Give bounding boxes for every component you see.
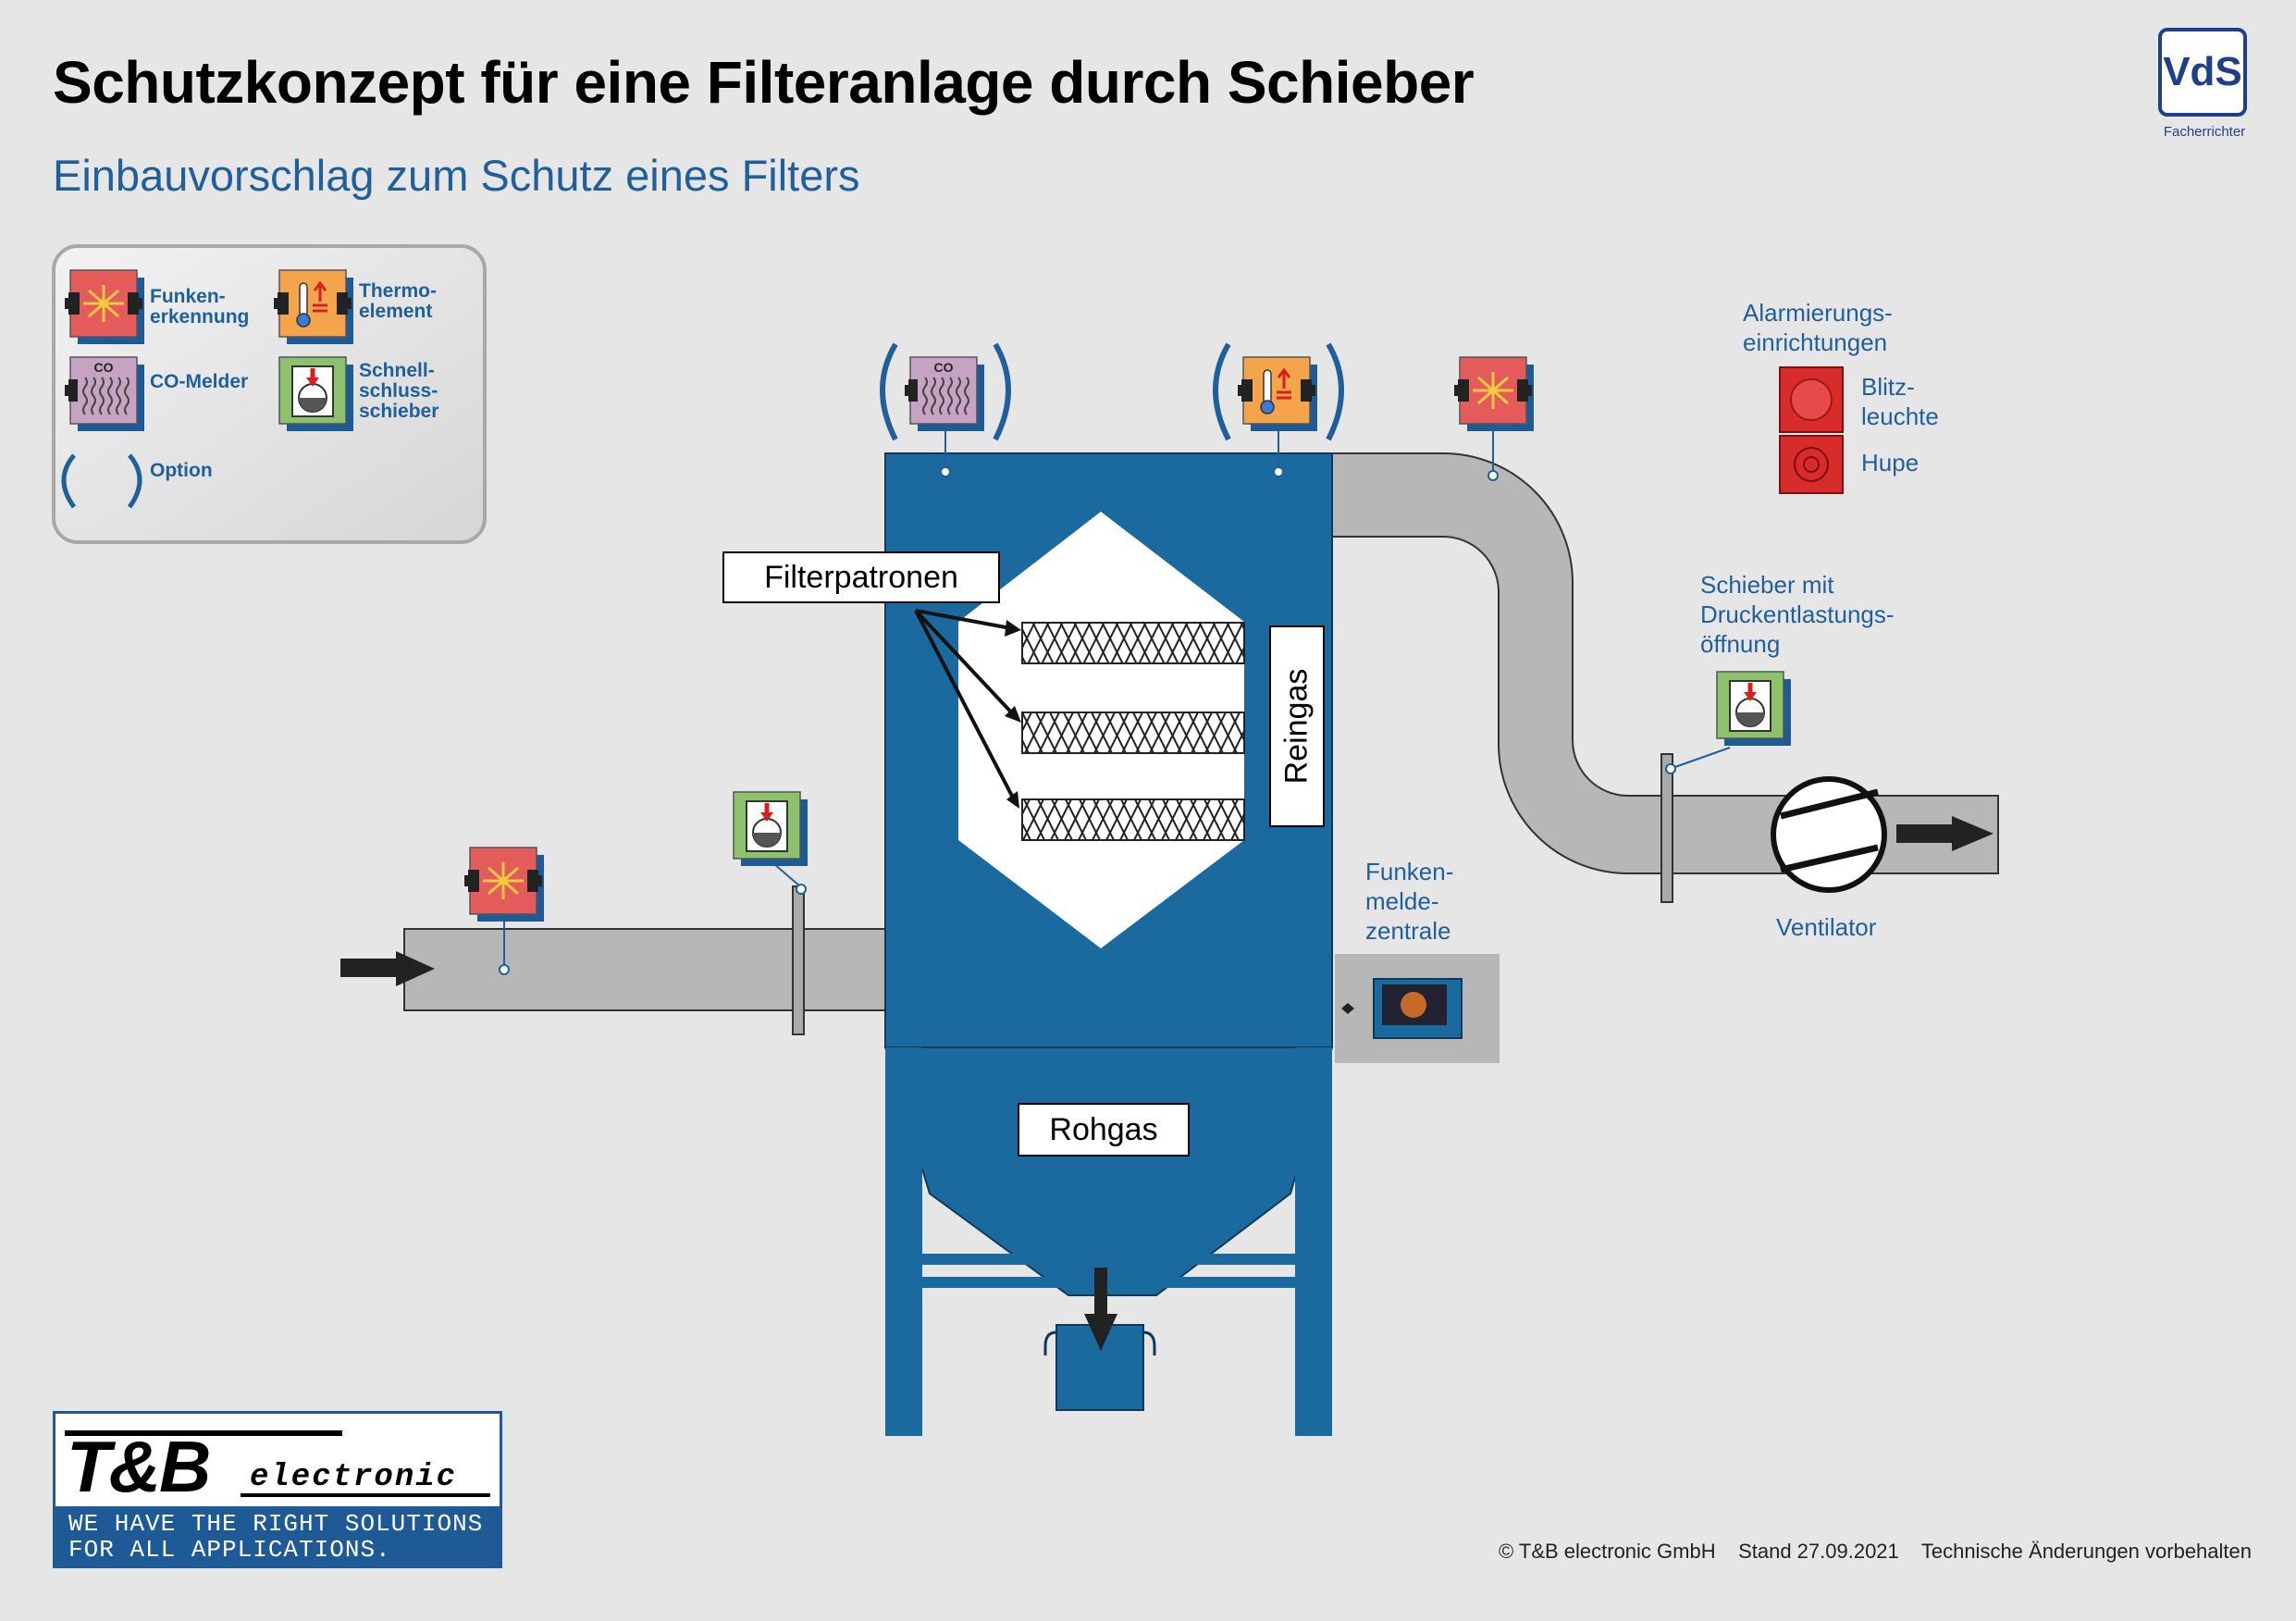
bin-handle-right	[1142, 1330, 1156, 1355]
co-option-bracket-left	[880, 342, 898, 441]
fan-blades	[1780, 788, 1879, 873]
label-spark-control-unit: Funken- melde- zentrale	[1365, 858, 1454, 945]
leg-brace-1	[920, 1254, 1300, 1265]
pointer-3-head	[1006, 791, 1019, 809]
legend-label-option: Option	[150, 460, 213, 481]
outlet-spark-point	[1487, 470, 1499, 481]
label-raw-gas: Rohgas	[1018, 1103, 1190, 1157]
control-unit-display-icon	[1401, 992, 1426, 1018]
label-alarm-devices: Alarmierungs- einrichtungen	[1743, 299, 1893, 356]
label-clean-gas-text: Reingas	[1278, 668, 1315, 785]
outlet-arrow-head	[1952, 816, 1994, 851]
outlet-gate-slider	[1660, 753, 1673, 903]
inlet-arrow-head	[396, 951, 435, 986]
inlet-gate-point	[796, 884, 807, 895]
legend-label-gate: Schnell- schluss- schieber	[359, 360, 439, 422]
legend-label-co: CO-Melder	[150, 371, 249, 392]
filter-cartridge-1	[1021, 622, 1245, 664]
pointer-1	[915, 609, 1017, 631]
inlet-gate-slider	[792, 885, 805, 1035]
filter-cartridge-2	[1021, 712, 1245, 754]
co-sensor-point	[940, 466, 951, 477]
slogan-line-1: WE HAVE THE RIGHT SOLUTIONS	[68, 1510, 484, 1538]
filter-leg-left	[885, 1047, 922, 1436]
footer-note: Technische Änderungen vorbehalten	[1920, 1540, 2252, 1563]
logo-rule-top	[65, 1430, 342, 1436]
leg-brace-2	[920, 1277, 1300, 1288]
inlet-spark-point	[499, 964, 510, 975]
legend-label-spark: Funken- erkennung	[150, 286, 250, 328]
vds-badge: VdS	[2158, 28, 2247, 117]
footer-copyright: © T&B electronic GmbH	[1498, 1540, 1716, 1563]
footer-date: Stand 27.09.2021	[1738, 1540, 1899, 1563]
slogan-line-2: FOR ALL APPLICATIONS.	[68, 1536, 391, 1564]
filter-cartridge-3	[1021, 798, 1245, 841]
label-gate-pressure-relief: Schieber mit Druckentlastungs- öffnung	[1700, 571, 1895, 658]
pointer-1-head	[1005, 620, 1021, 637]
legend-option-bracket-right	[127, 453, 142, 509]
logo-rule-bottom	[241, 1493, 490, 1497]
inlet-duct	[403, 928, 886, 1011]
pointer-2-head	[1005, 706, 1021, 723]
legend-option-bracket-left	[61, 453, 77, 509]
page-title: Schutzkonzept für eine Filteranlage durc…	[53, 49, 1475, 116]
company-logo: T&B electronic WE HAVE THE RIGHT SOLUTIO…	[53, 1411, 502, 1568]
pointer-3	[914, 610, 1018, 804]
bin-handle-left	[1043, 1330, 1057, 1355]
co-option-bracket-right	[993, 342, 1011, 441]
pointer-2	[914, 609, 1018, 719]
footer: © T&B electronic GmbH Stand 27.09.2021 T…	[1499, 1540, 2252, 1564]
outlet-gate-line	[1672, 747, 1731, 769]
label-horn: Hupe	[1861, 449, 1920, 476]
label-fan: Ventilator	[1776, 913, 1877, 941]
outlet-gate-point	[1665, 763, 1676, 774]
thermo-sensor-point	[1273, 466, 1284, 477]
legend-box	[52, 244, 487, 544]
filter-leg-right	[1295, 1047, 1332, 1436]
page-subtitle: Einbauvorschlag zum Schutz eines Filters	[53, 151, 860, 200]
strobe-lens	[1790, 378, 1833, 421]
outlet-duct	[1331, 452, 1999, 874]
logo-main-text: T&B	[67, 1426, 211, 1507]
logo-sub-text: electronic	[250, 1460, 458, 1495]
control-link-icon	[1341, 1003, 1354, 1014]
label-clean-gas: Reingas	[1269, 625, 1325, 827]
inlet-gate-line	[767, 858, 801, 887]
logo-white-area: T&B electronic	[56, 1414, 500, 1507]
legend-label-thermo: Thermo- element	[359, 280, 437, 322]
label-strobe: Blitz- leuchte	[1861, 373, 1939, 430]
label-filter-cartridges: Filterpatronen	[722, 551, 1000, 603]
discharge-arrow-head	[1084, 1314, 1117, 1351]
thermo-option-bracket-right	[1326, 342, 1344, 441]
horn-inner-ring	[1803, 456, 1820, 473]
thermo-option-bracket-left	[1213, 342, 1231, 441]
vds-caption: Facherrichter	[2163, 124, 2246, 140]
